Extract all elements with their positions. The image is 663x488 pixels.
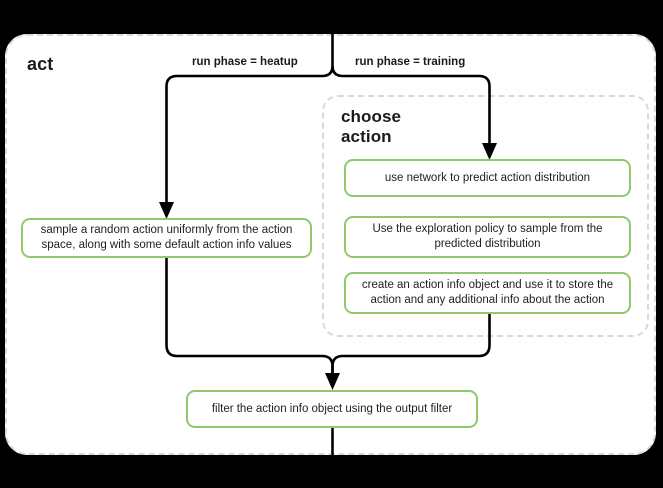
node-create-action-info-object[interactable]: create an action info object and use it …: [344, 272, 631, 314]
node-exploration-policy-sample[interactable]: Use the exploration policy to sample fro…: [344, 216, 631, 258]
group-choose-action-title: choose action: [341, 107, 402, 146]
edge-label-run-phase-heatup: run phase = heatup: [192, 56, 298, 68]
edge-label-run-phase-training: run phase = training: [355, 56, 466, 68]
group-act-title: act: [27, 54, 54, 74]
node-sample-random-action[interactable]: sample a random action uniformly from th…: [21, 218, 312, 258]
node-filter-action-info-output-filter[interactable]: filter the action info object using the …: [186, 390, 478, 428]
node-use-network-predict-distribution[interactable]: use network to predict action distributi…: [344, 159, 631, 197]
